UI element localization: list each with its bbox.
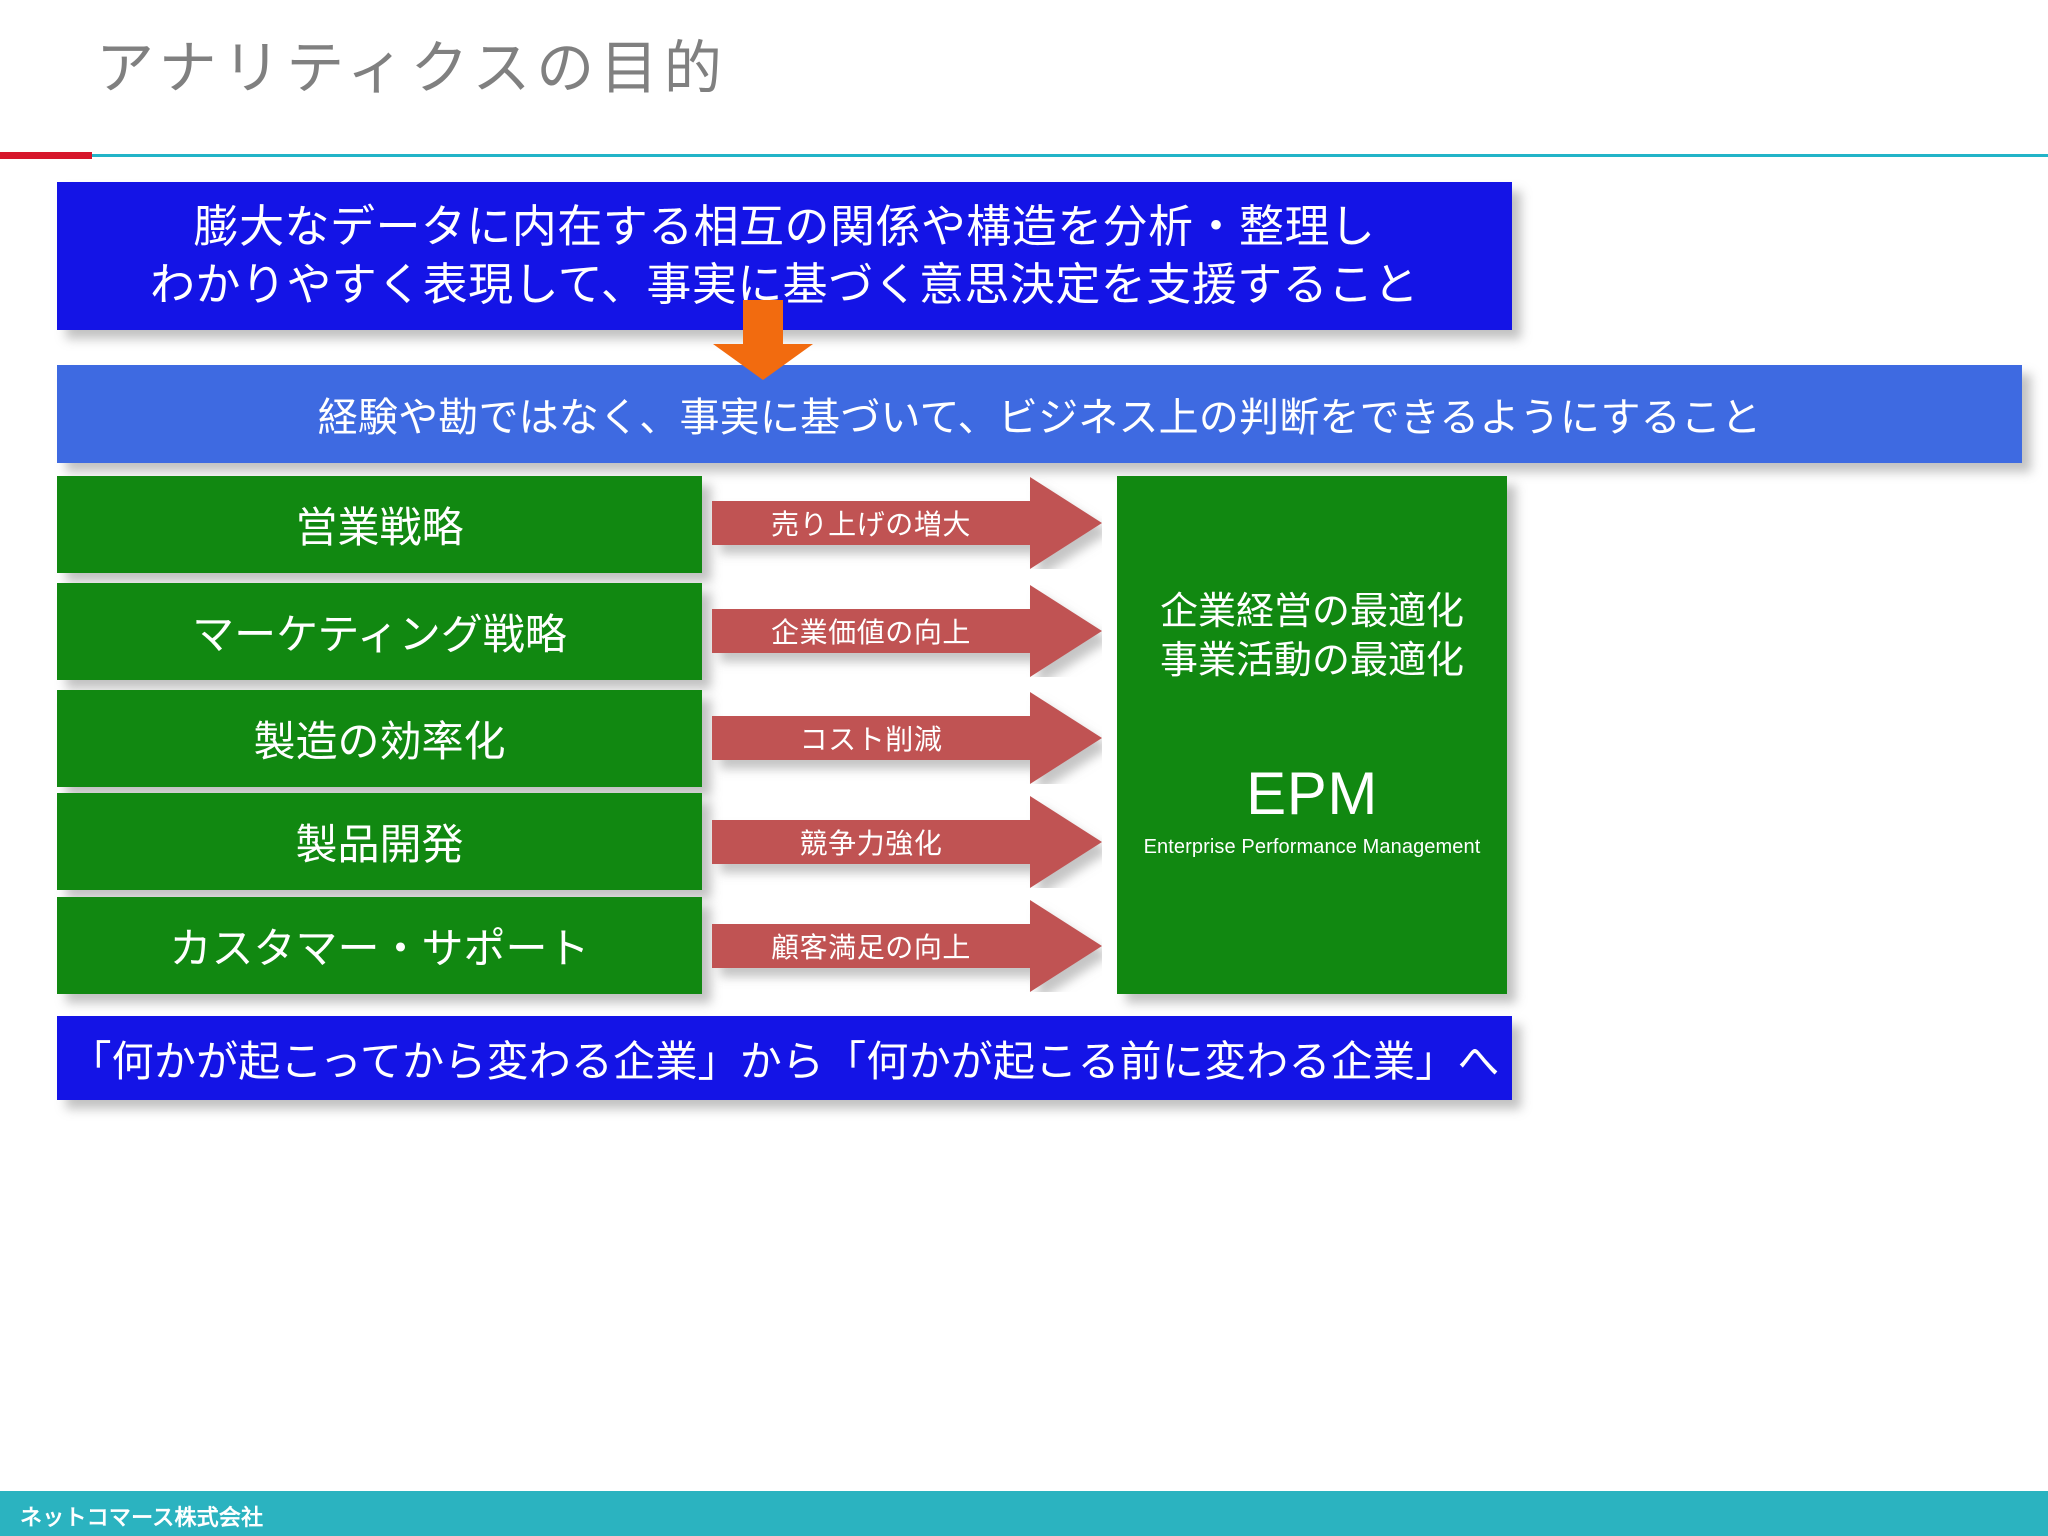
benefit-label: 競争力強化 xyxy=(799,828,943,859)
benefit-label: 企業価値の向上 xyxy=(771,617,971,648)
title-divider xyxy=(0,152,2048,159)
divider-red-segment xyxy=(0,152,92,159)
purpose-line-1: 膨大なデータに内在する相互の関係や構造を分析・整理し xyxy=(193,200,1376,252)
divider-cyan-segment xyxy=(92,154,2048,157)
epm-line-1: 企業経営の最適化 xyxy=(1159,591,1464,633)
area-label: マーケティング戦略 xyxy=(192,611,567,658)
area-label: 営業戦略 xyxy=(295,504,464,551)
footer-company-name: ネットコマース株式会社 xyxy=(20,1505,264,1530)
benefit-label: コスト削減 xyxy=(799,724,943,755)
benefit-arrow-corporate-value: 企業価値の向上 xyxy=(712,585,1102,677)
area-label: 製造の効率化 xyxy=(253,718,506,765)
area-box-marketing-strategy: マーケティング戦略 xyxy=(57,583,702,680)
goal-text: 経験や勘ではなく、事実に基づいて、ビジネス上の判断をできるようにすること xyxy=(317,396,1762,440)
area-box-product-development: 製品開発 xyxy=(57,793,702,890)
page-title: アナリティクスの目的 xyxy=(96,36,728,101)
footer-bar xyxy=(0,1491,2048,1536)
benefit-label: 顧客満足の向上 xyxy=(771,932,971,963)
area-box-customer-support: カスタマー・サポート xyxy=(57,897,702,994)
purpose-line-2: わかりやすく表現して、事実に基づく意思決定を支援すること xyxy=(149,259,1419,310)
area-label: カスタマー・サポート xyxy=(169,925,590,972)
epm-expansion: Enterprise Performance Management xyxy=(1143,835,1481,858)
shift-box: 「何かが起こってから変わる企業」から「何かが起こる前に変わる企業」へ xyxy=(57,1016,1512,1100)
area-box-manufacturing-efficiency: 製造の効率化 xyxy=(57,690,702,787)
benefit-label: 売り上げの増大 xyxy=(771,509,971,540)
goal-box: 経験や勘ではなく、事実に基づいて、ビジネス上の判断をできるようにすること xyxy=(57,365,2022,463)
benefit-arrow-customer-satisfaction: 顧客満足の向上 xyxy=(712,900,1102,992)
benefit-arrow-competitiveness: 競争力強化 xyxy=(712,796,1102,888)
epm-box: 企業経営の最適化 事業活動の最適化 EPM Enterprise Perform… xyxy=(1117,476,1507,994)
epm-acronym: EPM xyxy=(1246,759,1378,827)
area-box-sales-strategy: 営業戦略 xyxy=(57,476,702,573)
benefit-arrow-cost-reduction: コスト削減 xyxy=(712,692,1102,784)
epm-line-2: 事業活動の最適化 xyxy=(1159,640,1464,683)
purpose-box: 膨大なデータに内在する相互の関係や構造を分析・整理し わかりやすく表現して、事実… xyxy=(57,182,1512,330)
shift-text: 「何かが起こってから変わる企業」から「何かが起こる前に変わる企業」へ xyxy=(69,1037,1500,1085)
area-label: 製品開発 xyxy=(295,821,464,868)
benefit-arrow-revenue-growth: 売り上げの増大 xyxy=(712,477,1102,569)
orange-down-arrow-icon xyxy=(707,300,819,380)
